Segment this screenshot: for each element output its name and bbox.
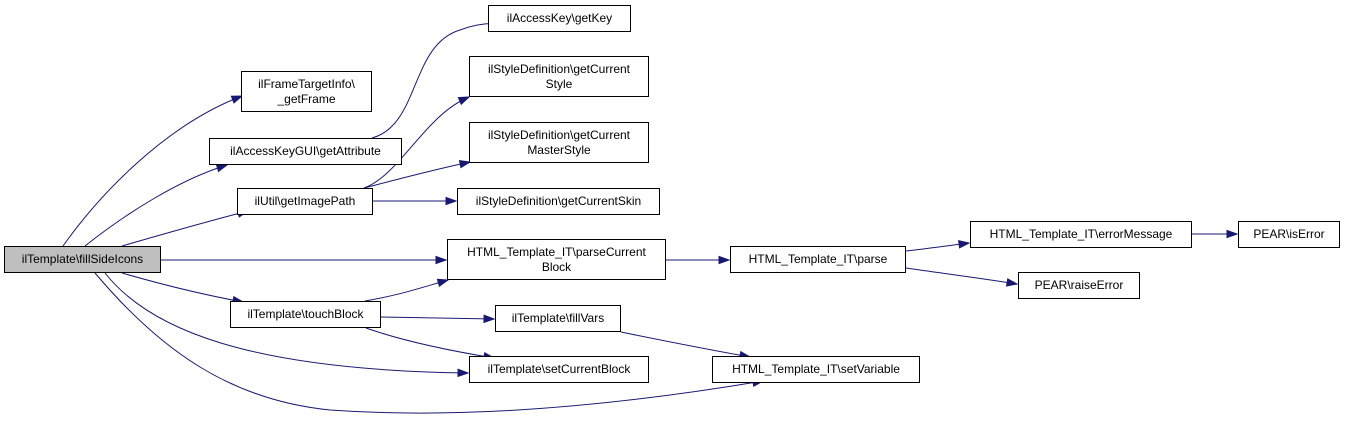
- node-ilstyledefinition-getcurrentmasterstyle[interactable]: ilStyleDefinition\getCurrent MasterStyle: [469, 122, 649, 163]
- edge-arrowhead: [458, 159, 472, 169]
- edge-n0-n11: [104, 272, 470, 378]
- edge-n9-n12: [666, 255, 731, 265]
- edge-arrowhead: [958, 240, 971, 249]
- edge-line: [62, 95, 243, 247]
- edge-arrowhead: [1005, 278, 1019, 287]
- node-ilstyledefinition-getcurrentskin[interactable]: ilStyleDefinition\getCurrentSkin: [457, 188, 660, 215]
- edge-line: [84, 164, 228, 247]
- node-ilaccesskey-getkey[interactable]: ilAccessKey\getKey: [488, 5, 631, 32]
- edge-n4-n10: [380, 314, 496, 324]
- node-pear-raiseerror[interactable]: PEAR\raiseError: [1018, 272, 1140, 299]
- node-pear-iserror[interactable]: PEAR\isError: [1238, 221, 1340, 248]
- edge-line: [364, 279, 449, 302]
- node-ilaccesskeygui-getattribute[interactable]: ilAccessKeyGUI\getAttribute: [209, 138, 402, 165]
- node-ilstyledefinition-getcurrentstyle[interactable]: ilStyleDefinition\getCurrent Style: [469, 56, 649, 97]
- edge-n12-n15: [905, 267, 1019, 287]
- node-iltemplate-touchblock[interactable]: ilTemplate\touchBlock: [230, 301, 381, 328]
- edge-arrowhead: [457, 368, 470, 378]
- edge-arrowhead: [215, 164, 229, 173]
- edge-arrowhead: [718, 255, 731, 265]
- edge-line: [121, 272, 244, 303]
- node-iltemplate-fillvars[interactable]: ilTemplate\fillVars: [495, 305, 621, 332]
- edge-line: [363, 96, 470, 189]
- edge-n0-n1: [62, 95, 244, 247]
- edge-n0-n13: [94, 272, 765, 414]
- edge-line: [365, 327, 495, 359]
- edge-line: [104, 272, 469, 374]
- edge-n3-n8: [373, 196, 458, 206]
- edge-n0-n3: [121, 209, 250, 247]
- edge-n3-n6: [363, 96, 471, 189]
- node-iltemplate-setcurrentblock[interactable]: ilTemplate\setCurrentBlock: [469, 356, 649, 383]
- edge-n3-n7: [363, 159, 472, 189]
- edge-n12-n14: [905, 240, 971, 252]
- edge-line: [121, 210, 249, 247]
- node-iltemplate-fillsideicons[interactable]: ilTemplate\fillSideIcons: [4, 246, 161, 273]
- edge-line: [94, 272, 764, 414]
- edge-arrowhead: [445, 196, 458, 206]
- edge-arrowhead: [457, 96, 471, 106]
- edge-n0-n9: [161, 255, 448, 265]
- node-html-template-it-parse[interactable]: HTML_Template_IT\parse: [730, 246, 906, 273]
- edge-arrowhead: [435, 255, 448, 265]
- edge-line: [620, 331, 751, 358]
- edge-n4-n9: [364, 278, 450, 302]
- node-html-template-it-parsecurrentblock[interactable]: HTML_Template_IT\parseCurrent Block: [447, 239, 666, 280]
- edge-n10-n13: [620, 331, 752, 360]
- edge-arrowhead: [1226, 229, 1239, 239]
- edge-arrowhead: [483, 314, 496, 324]
- edge-line: [363, 161, 471, 189]
- edge-n14-n16: [1192, 229, 1239, 239]
- edge-arrowhead: [230, 95, 244, 104]
- node-html-template-it-errormessage[interactable]: HTML_Template_IT\errorMessage: [970, 221, 1192, 248]
- edge-line: [905, 267, 1018, 285]
- edge-n0-n2: [84, 164, 229, 247]
- node-ilutil-getimagepath[interactable]: ilUtil\getImagePath: [237, 188, 373, 215]
- node-html-template-it-setvariable[interactable]: HTML_Template_IT\setVariable: [712, 356, 920, 383]
- edge-arrowhead: [436, 278, 450, 288]
- edge-n0-n4: [121, 272, 245, 305]
- edge-line: [380, 316, 495, 320]
- node-ilframetargetinfo-getframe[interactable]: ilFrameTargetInfo\ _getFrame: [241, 71, 372, 112]
